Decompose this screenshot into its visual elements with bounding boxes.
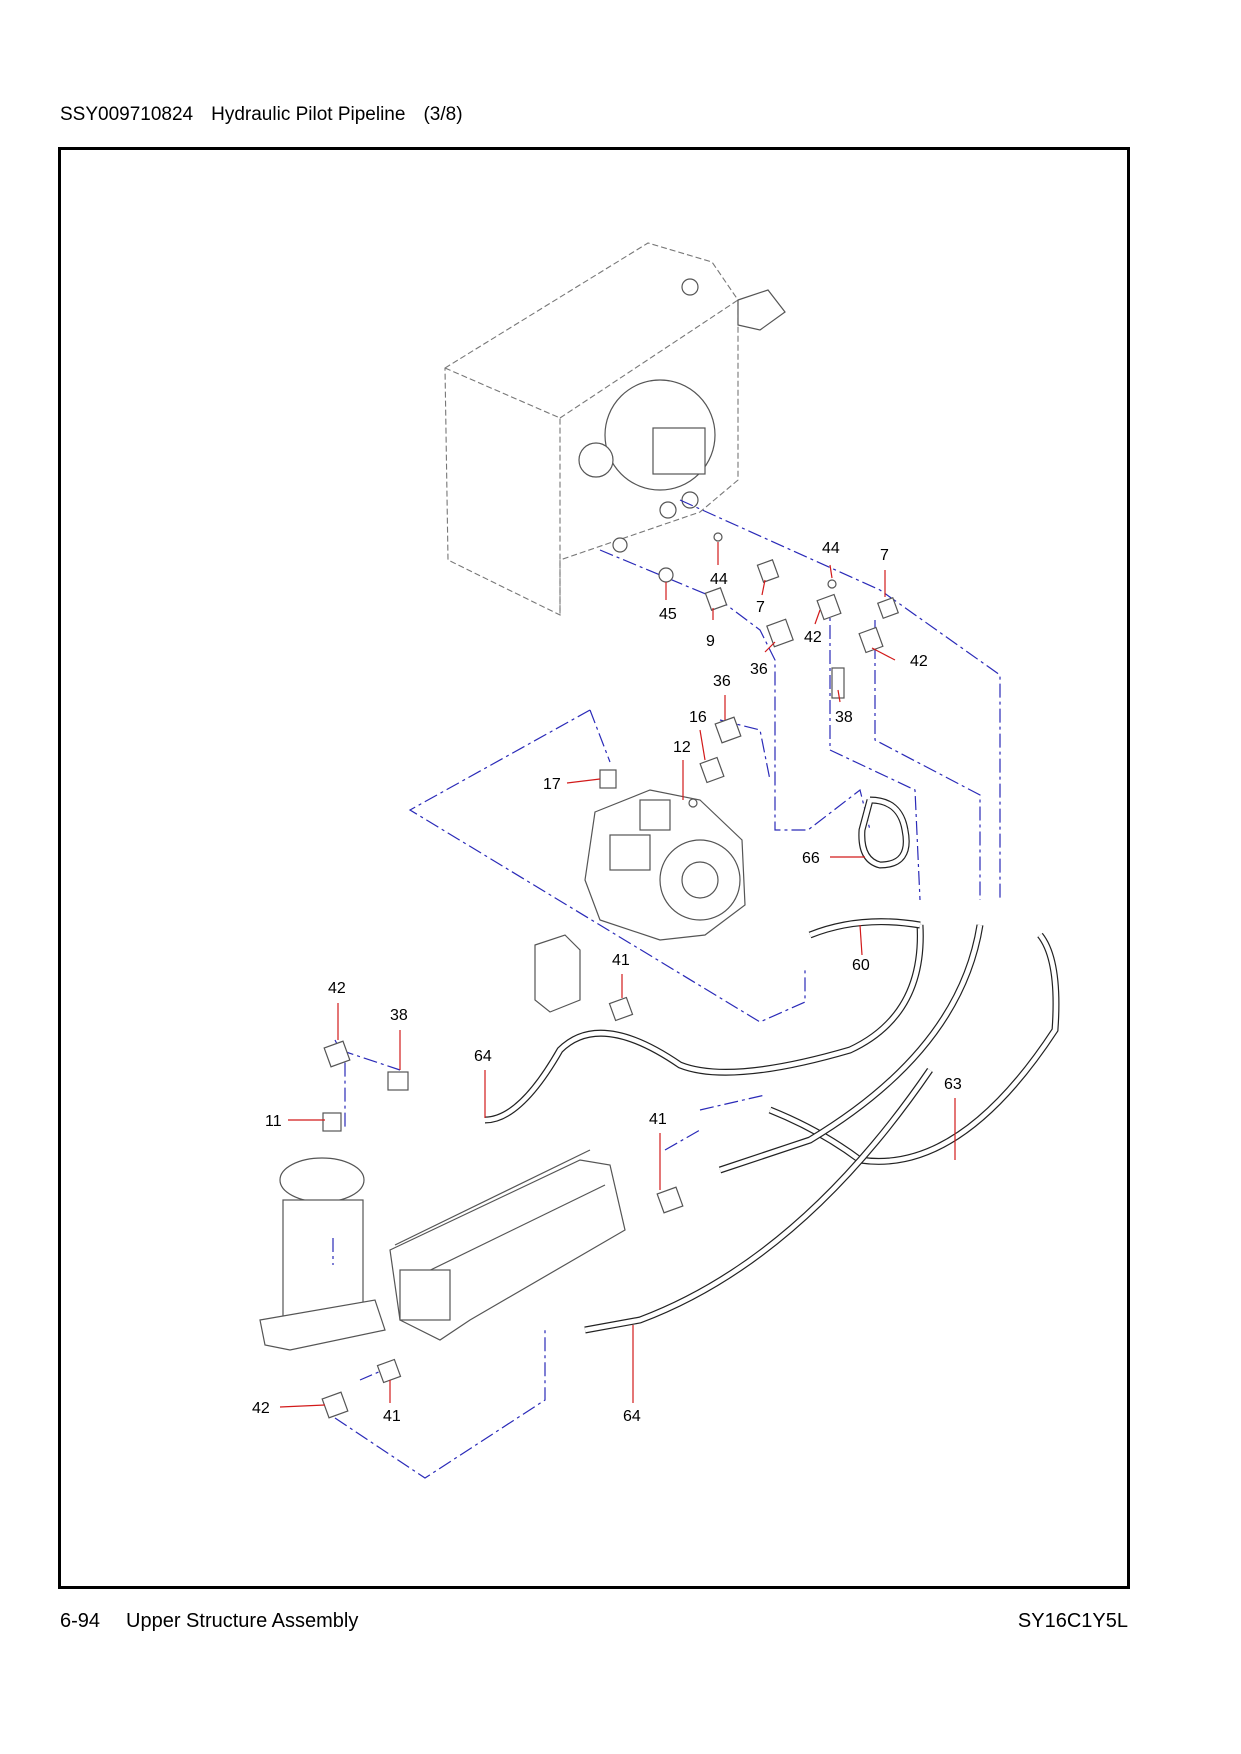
leader-17 <box>566 778 601 784</box>
callout-16: 16 <box>689 709 707 726</box>
callout-9: 9 <box>706 633 715 650</box>
callout-12: 12 <box>673 739 691 756</box>
pilot-pump <box>584 789 746 941</box>
control-valve <box>389 1149 626 1341</box>
leader-44b <box>829 564 833 579</box>
leader-42b <box>871 647 896 661</box>
callout-7b: 7 <box>880 547 889 564</box>
callout-17: 17 <box>543 776 561 793</box>
callout-42d: 42 <box>252 1400 270 1417</box>
diagram-title: Hydraulic Pilot Pipeline <box>211 104 406 125</box>
callout-44b: 44 <box>822 540 840 557</box>
callout-44a: 44 <box>710 571 728 588</box>
callout-38a: 38 <box>835 709 853 726</box>
swivel-joint <box>259 1157 386 1351</box>
page-header: SSY009710824 Hydraulic Pilot Pipeline (3/8… <box>60 104 481 126</box>
callout-64b: 64 <box>623 1408 641 1425</box>
callout-41a: 41 <box>612 952 630 969</box>
callout-42a: 42 <box>804 629 822 646</box>
callout-11: 11 <box>265 1113 282 1130</box>
leader-42a <box>814 609 821 625</box>
hydraulic-tank <box>444 242 786 616</box>
part-number: SSY009710824 <box>60 104 194 125</box>
pilot-lines <box>332 499 1001 1479</box>
model-code: SY16C1Y5L <box>1017 1610 1128 1632</box>
callout-45: 45 <box>659 606 677 623</box>
leader-16 <box>699 729 706 761</box>
diagram-frame <box>58 147 1130 1589</box>
callout-7a: 7 <box>756 599 765 616</box>
page-footer-left: 6-94 Upper Structure Assembly <box>60 1610 384 1633</box>
leader-36a <box>764 641 776 653</box>
page-of: (3/8) <box>423 104 463 125</box>
callout-63: 63 <box>944 1076 962 1093</box>
callout-42c: 42 <box>328 980 346 997</box>
callout-labels: 45 44 9 7 44 7 42 36 42 38 36 16 12 17 6… <box>252 540 962 1425</box>
callout-41c: 41 <box>383 1408 401 1425</box>
section-name: Upper Structure Assembly <box>126 1610 359 1632</box>
leader-7a <box>761 579 766 596</box>
hoses <box>484 796 1060 1334</box>
fittings <box>321 532 900 1419</box>
callout-36b: 36 <box>713 673 731 690</box>
callout-38b: 38 <box>390 1007 408 1024</box>
callout-36a: 36 <box>750 661 768 678</box>
callout-41b: 41 <box>649 1111 667 1128</box>
leader-60 <box>859 924 863 956</box>
junction-block <box>534 934 581 1013</box>
callout-66: 66 <box>802 850 820 867</box>
page-number: 6-94 <box>60 1610 101 1632</box>
callout-60: 60 <box>852 957 870 974</box>
leader-38a <box>837 689 841 703</box>
callout-64a: 64 <box>474 1048 492 1065</box>
leader-42d <box>279 1404 326 1408</box>
callout-42b: 42 <box>910 653 928 670</box>
